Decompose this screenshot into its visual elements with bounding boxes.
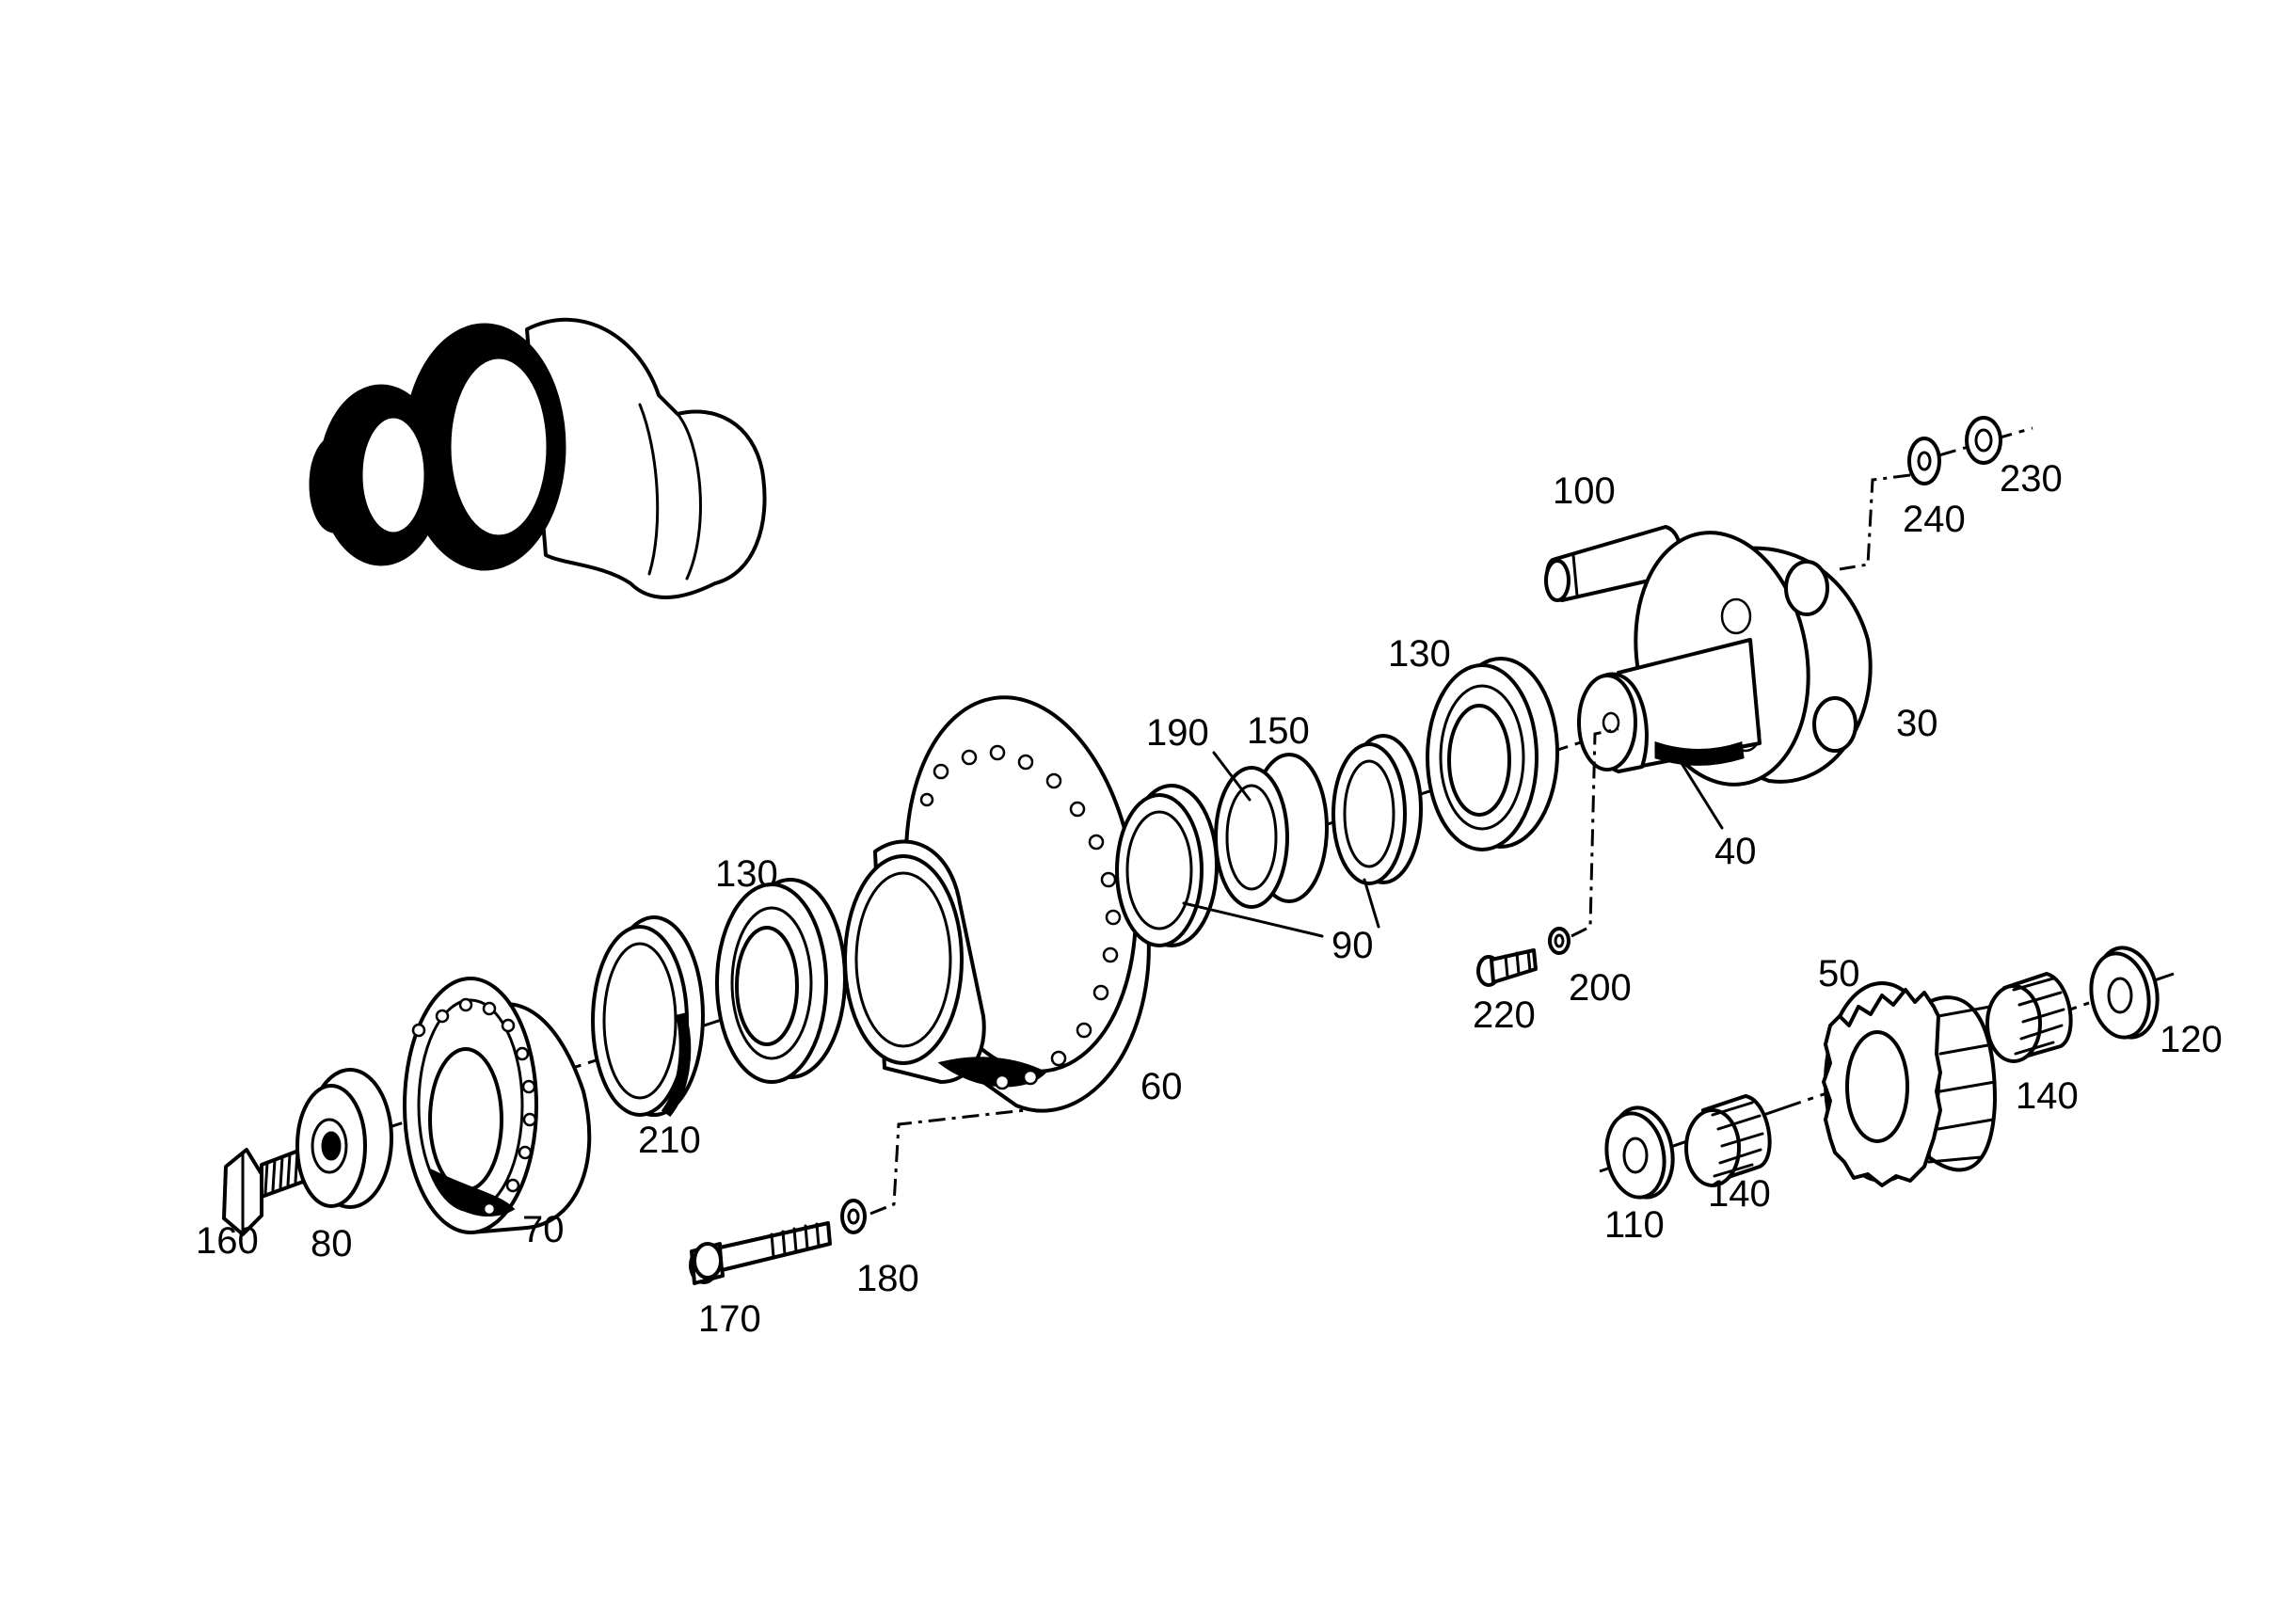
part-70-flange-hub: [403, 977, 592, 1234]
label-70: 70: [522, 1209, 565, 1250]
label-80: 80: [311, 1223, 353, 1264]
label-130-right: 130: [1388, 633, 1451, 675]
part-240-washer: [1907, 437, 1941, 485]
label-150: 150: [1247, 710, 1310, 752]
part-80-end-cover: [295, 1068, 393, 1209]
part-110-thrust-washer: [1604, 1105, 1675, 1200]
assembly-overview-illustration: [309, 317, 767, 599]
label-130-left: 130: [715, 853, 778, 895]
part-60-housing: [843, 695, 1151, 1113]
part-180-washer: [840, 1108, 1027, 1234]
label-140-right: 140: [2016, 1075, 2079, 1117]
label-140-left: 140: [1708, 1173, 1771, 1215]
label-190: 190: [1146, 712, 1209, 754]
label-40: 40: [1714, 831, 1757, 872]
label-100: 100: [1553, 470, 1616, 512]
label-210: 210: [638, 1120, 701, 1161]
part-40-shaft: [1577, 638, 1762, 773]
part-220-screw: [1476, 948, 1538, 987]
callout-labels: 160 80 70 210 130 170 180 60 190 150 90 …: [196, 458, 2223, 1340]
part-90-seal-ring: [1331, 734, 1423, 885]
part-150-spacer-ring: [1214, 753, 1329, 909]
part-120-thrust-washer: [2089, 946, 2160, 1040]
label-170: 170: [698, 1298, 761, 1340]
part-140-needle-bearing-right: [1985, 972, 2073, 1063]
label-220: 220: [1473, 994, 1536, 1036]
part-230-lock-nut: [1839, 416, 2002, 571]
part-100-pin: [1544, 525, 1682, 602]
label-110: 110: [1604, 1204, 1665, 1246]
label-160: 160: [196, 1220, 259, 1262]
leader-lines: [1182, 751, 1724, 938]
label-120: 120: [2160, 1019, 2223, 1060]
part-210-seal-ring: [591, 915, 705, 1118]
label-60: 60: [1140, 1066, 1183, 1107]
part-170-cap-screw: [689, 1221, 832, 1285]
label-200: 200: [1569, 967, 1632, 1009]
part-50-gear: [1822, 981, 1997, 1187]
part-200-washer: [1548, 727, 1619, 955]
label-240: 240: [1903, 499, 1966, 540]
part-140-needle-bearing-left: [1684, 1094, 1772, 1187]
part-190-seal: [1115, 784, 1219, 947]
label-180: 180: [856, 1258, 919, 1299]
part-130-bearing-left: [715, 878, 847, 1084]
label-50: 50: [1818, 953, 1860, 994]
label-230: 230: [2000, 458, 2063, 500]
part-130-bearing-right: [1426, 657, 1559, 851]
label-30: 30: [1896, 703, 1938, 744]
label-90: 90: [1331, 925, 1374, 966]
